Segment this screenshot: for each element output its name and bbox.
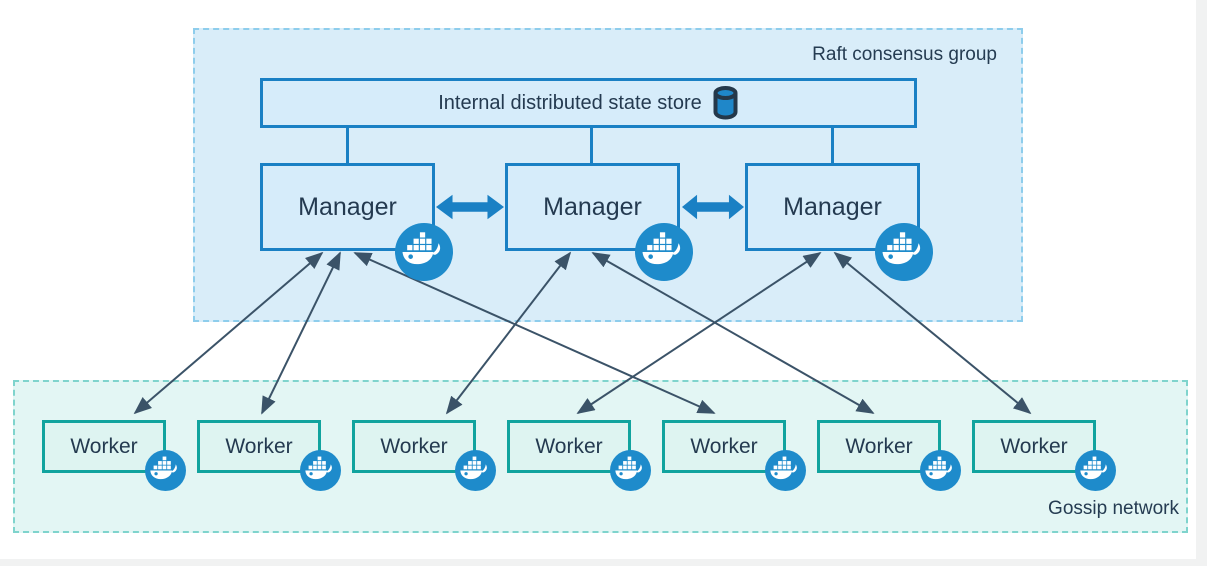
state-store-label: Internal distributed state store [438, 91, 702, 114]
page-edge-right [1196, 0, 1207, 566]
database-icon [712, 85, 739, 121]
store-to-manager-1-connector [346, 128, 349, 163]
manager-3-label: Manager [783, 192, 882, 221]
raft-consensus-group-label: Raft consensus group [812, 44, 997, 65]
manager1-manager2-arrow [436, 194, 504, 220]
worker-4-label: Worker [535, 434, 603, 458]
docker-whale-icon [610, 450, 651, 491]
worker-7-label: Worker [1000, 434, 1068, 458]
docker-whale-icon [920, 450, 961, 491]
docker-whale-icon [635, 223, 693, 281]
manager-2-box: Manager [505, 163, 680, 251]
docker-whale-icon [395, 223, 453, 281]
manager2-manager3-arrow [682, 194, 744, 220]
docker-whale-icon [300, 450, 341, 491]
gossip-network-label: Gossip network [1048, 498, 1179, 519]
worker-6-label: Worker [845, 434, 913, 458]
manager-1-label: Manager [298, 192, 397, 221]
docker-whale-icon [765, 450, 806, 491]
store-to-manager-2-connector [590, 128, 593, 163]
worker-3-label: Worker [380, 434, 448, 458]
manager-2-label: Manager [543, 192, 642, 221]
worker-6-box: Worker [817, 420, 941, 473]
worker-2-box: Worker [197, 420, 321, 473]
manager-1-box: Manager [260, 163, 435, 251]
worker-4-box: Worker [507, 420, 631, 473]
docker-whale-icon [145, 450, 186, 491]
worker-5-label: Worker [690, 434, 758, 458]
worker-2-label: Worker [225, 434, 293, 458]
worker-1-box: Worker [42, 420, 166, 473]
docker-whale-icon [875, 223, 933, 281]
docker-whale-icon [1075, 450, 1116, 491]
store-to-manager-3-connector [831, 128, 834, 163]
state-store-box: Internal distributed state store [260, 78, 917, 128]
docker-whale-icon [455, 450, 496, 491]
worker-5-box: Worker [662, 420, 786, 473]
worker-7-box: Worker [972, 420, 1096, 473]
worker-1-label: Worker [70, 434, 138, 458]
page-edge-bottom [0, 559, 1207, 566]
worker-3-box: Worker [352, 420, 476, 473]
